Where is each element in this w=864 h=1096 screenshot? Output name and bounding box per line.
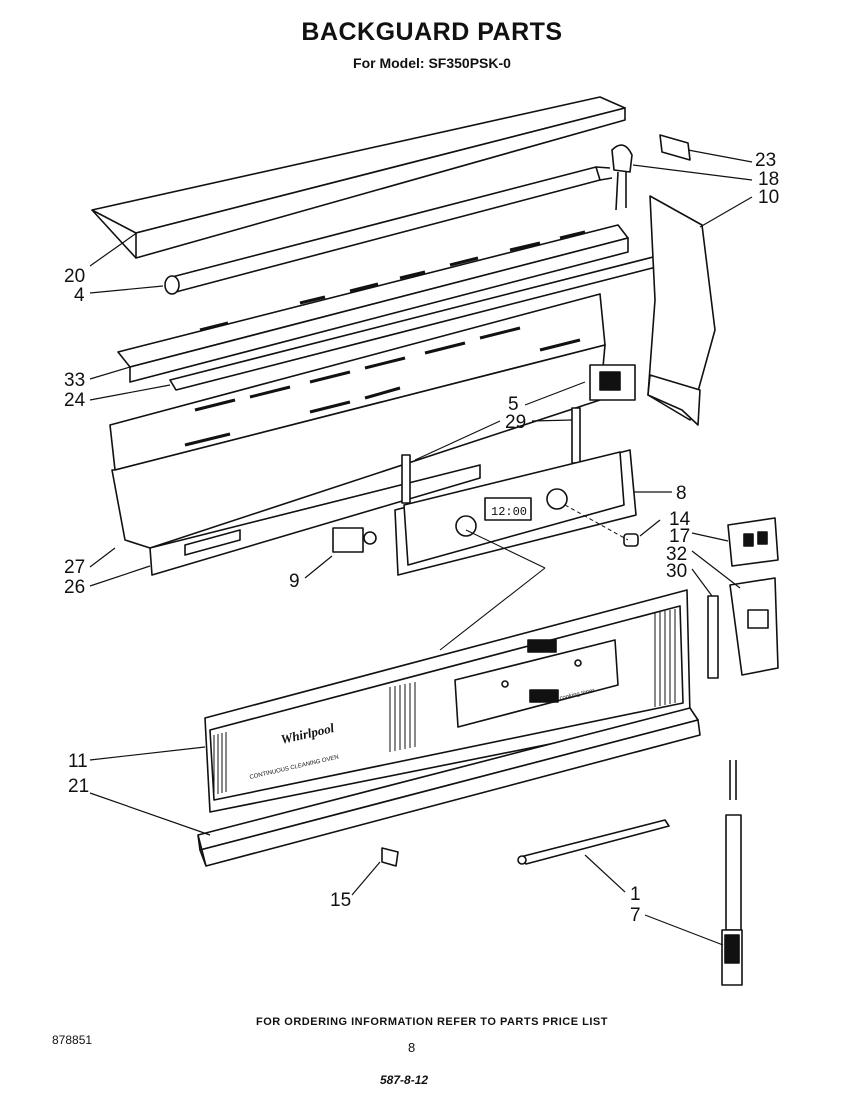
callout-30: 30 — [666, 561, 687, 582]
callout-29: 29 — [505, 412, 526, 433]
document-number: 878851 — [52, 1033, 93, 1047]
part-30-end-strip — [707, 595, 719, 679]
callout-32: 32 — [666, 544, 687, 565]
callout-24: 24 — [64, 390, 86, 411]
leader-lines — [89, 149, 753, 946]
callout-15: 15 — [330, 890, 351, 911]
part-27-backguard-housing — [109, 293, 606, 549]
callout-4: 4 — [74, 285, 85, 306]
part-33-lamp-channel — [117, 224, 629, 383]
part-18-lamp-holder — [611, 144, 633, 211]
page-number: 8 — [408, 1040, 416, 1055]
part-15-clip — [381, 847, 399, 867]
part-1-sensor-probe — [517, 819, 670, 865]
panel-clock-display: 12:00 — [491, 505, 527, 519]
callout-18: 18 — [758, 169, 779, 190]
page-title: BACKGUARD PARTS — [301, 18, 563, 46]
part-11-front-panel — [204, 589, 691, 813]
part-4-fluorescent-tube — [164, 166, 613, 295]
part-20-top-trim-cap — [91, 96, 626, 259]
ordering-info-note: FOR ORDERING INFORMATION REFER TO PARTS … — [256, 1016, 608, 1028]
callout-numbers: 20 4 33 24 27 26 9 23 18 10 5 29 8 14 17… — [64, 150, 779, 926]
model-subtitle: For Model: SF350PSK-0 — [353, 55, 511, 71]
part-8-control-panel — [394, 449, 637, 576]
part-10-side-bracket — [647, 195, 716, 426]
callout-27: 27 — [64, 557, 85, 578]
callout-5: 5 — [508, 394, 519, 415]
callout-11: 11 — [68, 751, 88, 772]
part-14-knob — [623, 533, 639, 547]
callout-1: 1 — [630, 884, 641, 905]
part-5-clock-motor — [589, 364, 636, 401]
part-9-control-switch — [332, 527, 377, 553]
part-21-lower-trim — [197, 707, 701, 867]
part-29-mounting-strap — [571, 407, 581, 464]
callout-14: 14 — [669, 509, 691, 530]
callout-17: 17 — [669, 526, 690, 547]
part-32-switch-bracket — [729, 577, 779, 676]
callout-10: 10 — [758, 187, 779, 208]
part-7-heating-element — [721, 760, 743, 986]
part-26-lower-bracket — [149, 464, 481, 576]
part-23-bracket-clip — [659, 134, 691, 161]
callout-7: 7 — [630, 905, 641, 926]
callout-33: 33 — [64, 370, 85, 391]
date-stamp: 587-8-12 — [380, 1073, 429, 1087]
callout-23: 23 — [755, 150, 776, 171]
callout-21: 21 — [68, 776, 89, 797]
callout-9: 9 — [289, 571, 300, 592]
callout-8: 8 — [676, 483, 687, 504]
callout-20: 20 — [64, 266, 85, 287]
callout-26: 26 — [64, 577, 85, 598]
part-17-terminal-block — [727, 517, 779, 567]
